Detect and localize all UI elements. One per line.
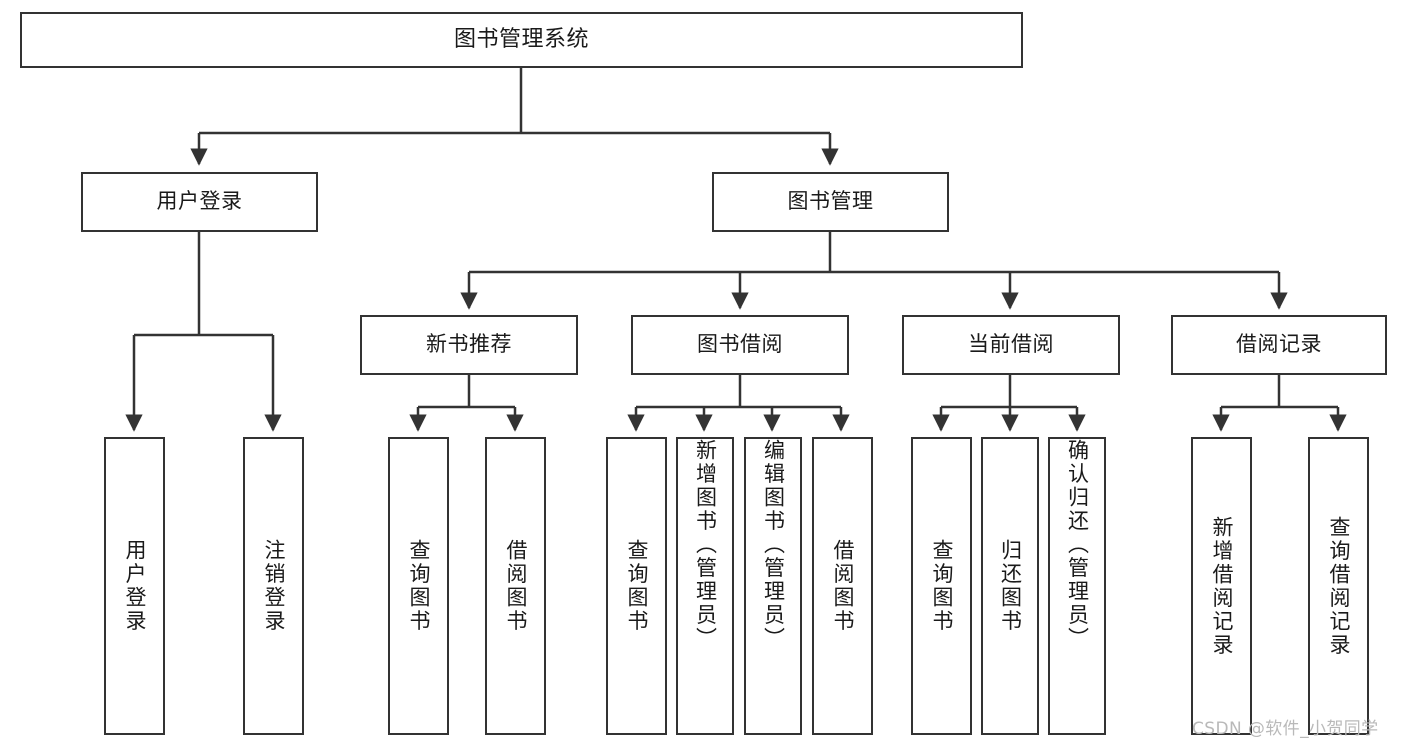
node-label: 查询图书 xyxy=(930,539,954,633)
node-label: 新书推荐 xyxy=(426,332,512,357)
node-label: 当前借阅 xyxy=(968,332,1054,357)
leaf-add-borrow-record[interactable]: 新增借阅记录 xyxy=(1191,437,1252,735)
node-label: 确认归还（管理员） xyxy=(1065,439,1090,651)
node-borrow-record[interactable]: 借阅记录 xyxy=(1171,315,1387,375)
node-label: 借阅记录 xyxy=(1236,332,1322,357)
node-root-book-management-system[interactable]: 图书管理系统 xyxy=(20,12,1023,68)
leaf-confirm-return-admin[interactable]: 确认归还（管理员） xyxy=(1048,437,1106,735)
leaf-add-book-admin[interactable]: 新增图书（管理员） xyxy=(676,437,734,735)
node-label: 查询借阅记录 xyxy=(1327,515,1351,657)
node-label: 图书借阅 xyxy=(697,332,783,357)
leaf-borrow-book[interactable]: 借阅图书 xyxy=(812,437,873,735)
node-book-management[interactable]: 图书管理 xyxy=(712,172,949,232)
leaf-query-borrow-record[interactable]: 查询借阅记录 xyxy=(1308,437,1369,735)
leaf-logout-login[interactable]: 注销登录 xyxy=(243,437,304,735)
csdn-watermark: CSDN @软件_小贺同学 xyxy=(1192,719,1379,739)
leaf-query-book-current[interactable]: 查询图书 xyxy=(911,437,972,735)
leaf-borrow-book-recommend[interactable]: 借阅图书 xyxy=(485,437,546,735)
node-new-book-recommend[interactable]: 新书推荐 xyxy=(360,315,578,375)
node-book-borrow[interactable]: 图书借阅 xyxy=(631,315,849,375)
node-label: 借阅图书 xyxy=(504,539,528,633)
leaf-user-login[interactable]: 用户登录 xyxy=(104,437,165,735)
leaf-query-book-recommend[interactable]: 查询图书 xyxy=(388,437,449,735)
node-label: 查询图书 xyxy=(625,539,649,633)
node-user-login[interactable]: 用户登录 xyxy=(81,172,318,232)
node-label: 查询图书 xyxy=(407,539,431,633)
leaf-edit-book-admin[interactable]: 编辑图书（管理员） xyxy=(744,437,802,735)
node-label: 图书管理系统 xyxy=(453,26,589,52)
leaf-query-book-borrow[interactable]: 查询图书 xyxy=(606,437,667,735)
node-label: 归还图书 xyxy=(998,539,1023,633)
node-label: 编辑图书（管理员） xyxy=(761,439,786,651)
node-current-borrow[interactable]: 当前借阅 xyxy=(902,315,1120,375)
node-label: 新增借阅记录 xyxy=(1210,515,1234,657)
leaf-return-book[interactable]: 归还图书 xyxy=(981,437,1039,735)
node-label: 用户登录 xyxy=(123,539,147,633)
node-label: 注销登录 xyxy=(262,539,286,633)
node-label: 借阅图书 xyxy=(831,539,855,633)
node-label: 新增图书（管理员） xyxy=(693,439,718,651)
node-label: 用户登录 xyxy=(156,189,243,214)
node-label: 图书管理 xyxy=(787,189,874,214)
